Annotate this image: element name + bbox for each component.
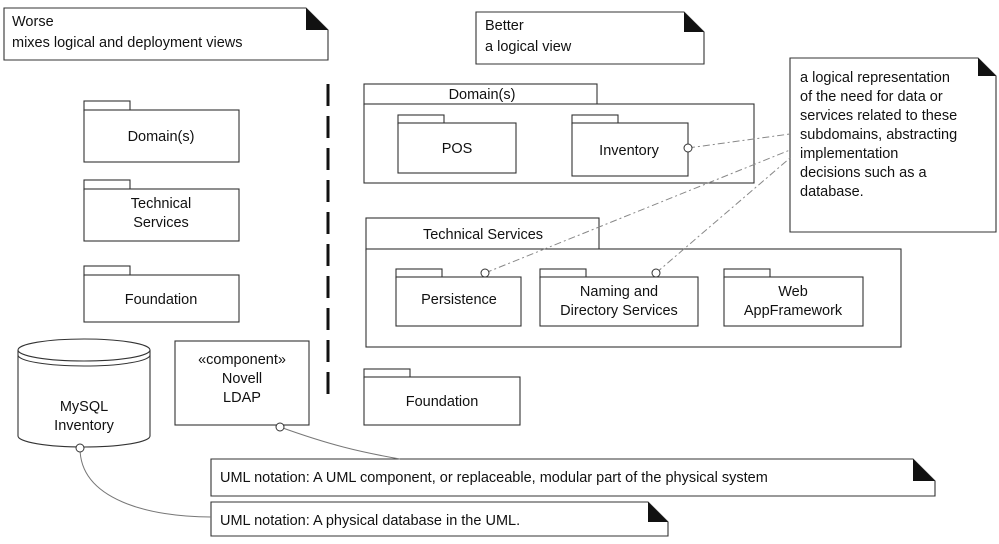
left-package-foundation: Foundation [83,265,240,323]
right-foundation-label: Foundation [406,394,479,410]
persistence-interface-icon [480,268,490,278]
note-link-inventory [687,133,791,149]
mysql-label-line1: MySQL [60,399,108,415]
ldap-component: «component» Novell LDAP [174,340,310,426]
note-uml-component: UML notation: A UML component, or replac… [210,458,936,497]
note-worse: Worse mixes logical and deployment views [3,7,329,61]
naming-interface-icon [651,268,661,278]
note-logical-line4: subdomains, abstracting [800,127,957,143]
left-technical-label-line1: Technical [131,196,191,212]
persistence-label: Persistence [421,292,497,308]
right-package-domains: Domain(s) POS Inventory [363,83,755,184]
mysql-anchor-icon [75,443,85,453]
right-package-foundation: Foundation [363,368,521,426]
note-logical-line1: a logical representation [800,70,950,86]
mysql-database-icon: MySQL Inventory [17,338,151,448]
note-uml-database: UML notation: A physical database in the… [210,501,669,537]
ldap-label-line2: LDAP [223,390,261,406]
naming-label-line2: Directory Services [560,303,678,319]
ldap-label-line1: Novell [222,371,262,387]
note-logical-line5: implementation [800,146,898,162]
mysql-note-connector [79,447,212,518]
note-better-text: a logical view [485,39,572,55]
note-worse-text: mixes logical and deployment views [12,35,243,51]
note-worse-title: Worse [12,14,54,30]
left-technical-label-line2: Services [133,215,189,231]
web-label-line2: AppFramework [744,303,843,319]
inventory-label: Inventory [599,143,659,159]
left-package-technical-services: Technical Services [83,179,240,242]
note-logical-line6: decisions such as a [800,165,927,181]
note-logical-line7: database. [800,184,864,200]
ldap-note-connector [279,426,401,460]
note-logical-line2: of the need for data or [800,89,943,105]
right-package-technical-services: Technical Services Persistence Naming an… [365,217,902,348]
right-domains-label: Domain(s) [449,87,516,103]
note-uml-component-text: UML notation: A UML component, or replac… [220,470,768,486]
mysql-label-line2: Inventory [54,418,114,434]
ldap-stereotype: «component» [198,352,286,368]
web-label-line1: Web [778,284,808,300]
note-uml-database-text: UML notation: A physical database in the… [220,513,520,529]
left-foundation-label: Foundation [125,292,198,308]
pos-label: POS [442,141,473,157]
left-domains-label: Domain(s) [128,129,195,145]
note-logical-line3: services related to these [800,108,957,124]
naming-label-line1: Naming and [580,284,658,300]
note-better-title: Better [485,18,524,34]
inventory-interface-icon [683,143,693,153]
note-link-persistence [484,149,791,274]
ldap-anchor-icon [275,422,285,432]
right-technical-label: Technical Services [423,227,543,243]
left-package-domains: Domain(s) [83,100,240,163]
note-better: Better a logical view [475,11,705,65]
note-logical-representation: a logical representation of the need for… [789,57,997,233]
